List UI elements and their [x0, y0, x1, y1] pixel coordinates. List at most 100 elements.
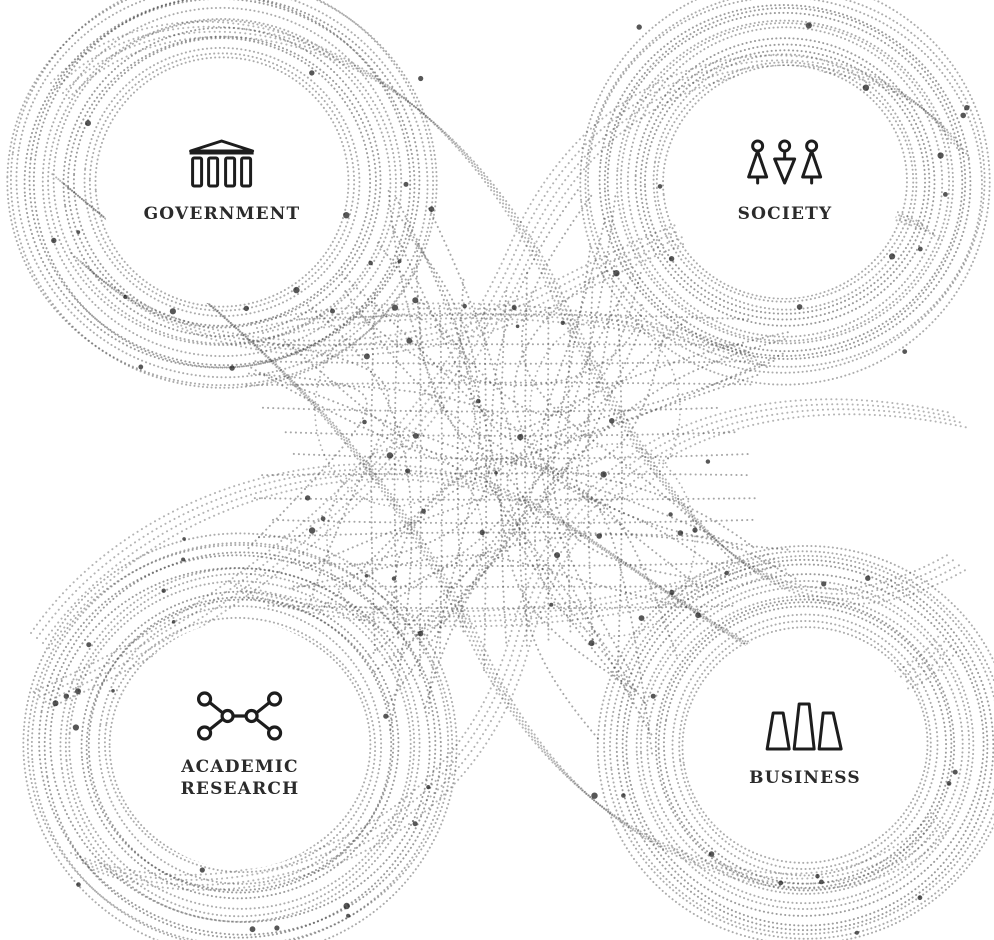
marker-dot: [123, 294, 128, 299]
node-ring: [43, 551, 437, 939]
connection-loop: [387, 187, 645, 704]
outer-swoop-path: [70, 194, 922, 342]
marker-dot: [330, 308, 335, 314]
marker-dot: [418, 75, 424, 82]
outer-swoop: [36, 59, 958, 699]
node-ring: [59, 567, 421, 923]
node-ring: [587, 0, 983, 368]
node-ring: [662, 64, 908, 300]
marker-dot: [75, 688, 81, 695]
node-ring: [41, 6, 403, 358]
connection-loop: [345, 189, 579, 569]
marker-dot: [293, 286, 300, 294]
marker-dot: [391, 576, 397, 581]
connection-loop: [246, 364, 499, 572]
ring-dotted-circle: [644, 49, 926, 315]
hub-horizontal-line: [284, 431, 736, 437]
connection-loop: [340, 272, 789, 431]
marker-dot: [138, 364, 144, 370]
marker-dot: [560, 320, 565, 325]
marker-dot: [181, 557, 186, 562]
marker-dot: [692, 527, 698, 533]
connection-loop: [395, 197, 640, 693]
hub-vertical-line: [418, 302, 422, 678]
hub-horizontal-line: [256, 343, 745, 346]
node-ring: [603, 7, 967, 357]
marker-dot: [309, 70, 315, 76]
ring-dotted-circle: [579, 0, 991, 386]
marker-dot: [428, 206, 435, 212]
marker-dot: [778, 880, 784, 886]
connection-loop: [377, 241, 643, 417]
hub-horizontal-line: [292, 585, 719, 588]
node-ring: [38, 554, 442, 936]
hub-inner-loop: [326, 445, 484, 635]
connection-loop: [307, 304, 413, 733]
outer-swoop-path: [230, 552, 772, 613]
outer-swoop: [50, 20, 952, 590]
outer-swoop-path: [50, 20, 952, 590]
hub-vertical-line: [499, 289, 508, 645]
marker-dot: [417, 630, 424, 637]
ring-dotted-circle: [625, 573, 985, 917]
node-ring: [646, 595, 964, 895]
marker-dot: [549, 602, 554, 607]
hub-vertical-line: [616, 303, 623, 667]
marker-dot: [368, 260, 373, 266]
hub-vertical-line: [393, 315, 400, 639]
marker-dot: [854, 930, 859, 935]
connection-loop: [513, 268, 789, 551]
marker-dot: [412, 297, 419, 304]
node-label-government: GOVERNMENT: [143, 204, 301, 224]
connection-loop: [381, 533, 743, 599]
node-ring: [83, 46, 361, 318]
node-ring: [657, 601, 953, 889]
ring-dotted-circle: [47, 17, 397, 347]
ring-dotted-circle: [83, 46, 361, 318]
outer-swoop-path: [56, 25, 958, 595]
outer-swoop-path: [88, 209, 940, 357]
marker-dot: [426, 785, 431, 790]
ring-dotted-circle: [626, 26, 944, 338]
node-ring: [639, 585, 971, 905]
marker-dot: [668, 256, 675, 262]
outer-swoop: [62, 30, 964, 600]
hub-horizontal-line: [292, 452, 752, 460]
marker-dot: [76, 882, 81, 887]
marker-dot: [479, 529, 485, 536]
marker-dot: [305, 495, 311, 501]
node-academic-research: ACADEMIC RESEARCH: [181, 690, 300, 800]
marker-dot: [111, 689, 115, 693]
marker-dot: [862, 84, 870, 91]
connection-loop: [357, 304, 643, 387]
node-label-business: BUSINESS: [749, 768, 861, 788]
outer-swoop-path: [62, 30, 964, 600]
node-ring: [47, 17, 397, 347]
node-ring: [68, 580, 412, 910]
ring-dotted-circle: [657, 601, 953, 889]
central-hub-layer: [253, 272, 757, 678]
node-ring: [584, 0, 986, 374]
ring-dotted-circle: [639, 43, 931, 321]
node-ring: [28, 0, 416, 367]
ring-dotted-circle: [655, 61, 915, 303]
marker-dot: [638, 615, 645, 621]
ring-dotted-circle: [80, 590, 400, 900]
connection-loop: [368, 338, 787, 658]
marker-dot: [952, 769, 958, 775]
node-ring: [619, 22, 951, 342]
node-core-disc: [689, 629, 921, 861]
connection-loop: [237, 337, 390, 606]
marker-dot: [343, 902, 350, 910]
node-ring: [644, 49, 926, 315]
ring-dotted-circle: [619, 22, 951, 342]
connection-loop: [244, 372, 368, 553]
marker-dot: [63, 693, 69, 699]
node-ring: [609, 554, 994, 936]
marker-dot: [917, 246, 923, 252]
node-ring: [671, 613, 939, 877]
connection-loop: [398, 215, 633, 697]
marker-dot: [229, 365, 235, 371]
ring-dotted-circle: [678, 620, 932, 870]
